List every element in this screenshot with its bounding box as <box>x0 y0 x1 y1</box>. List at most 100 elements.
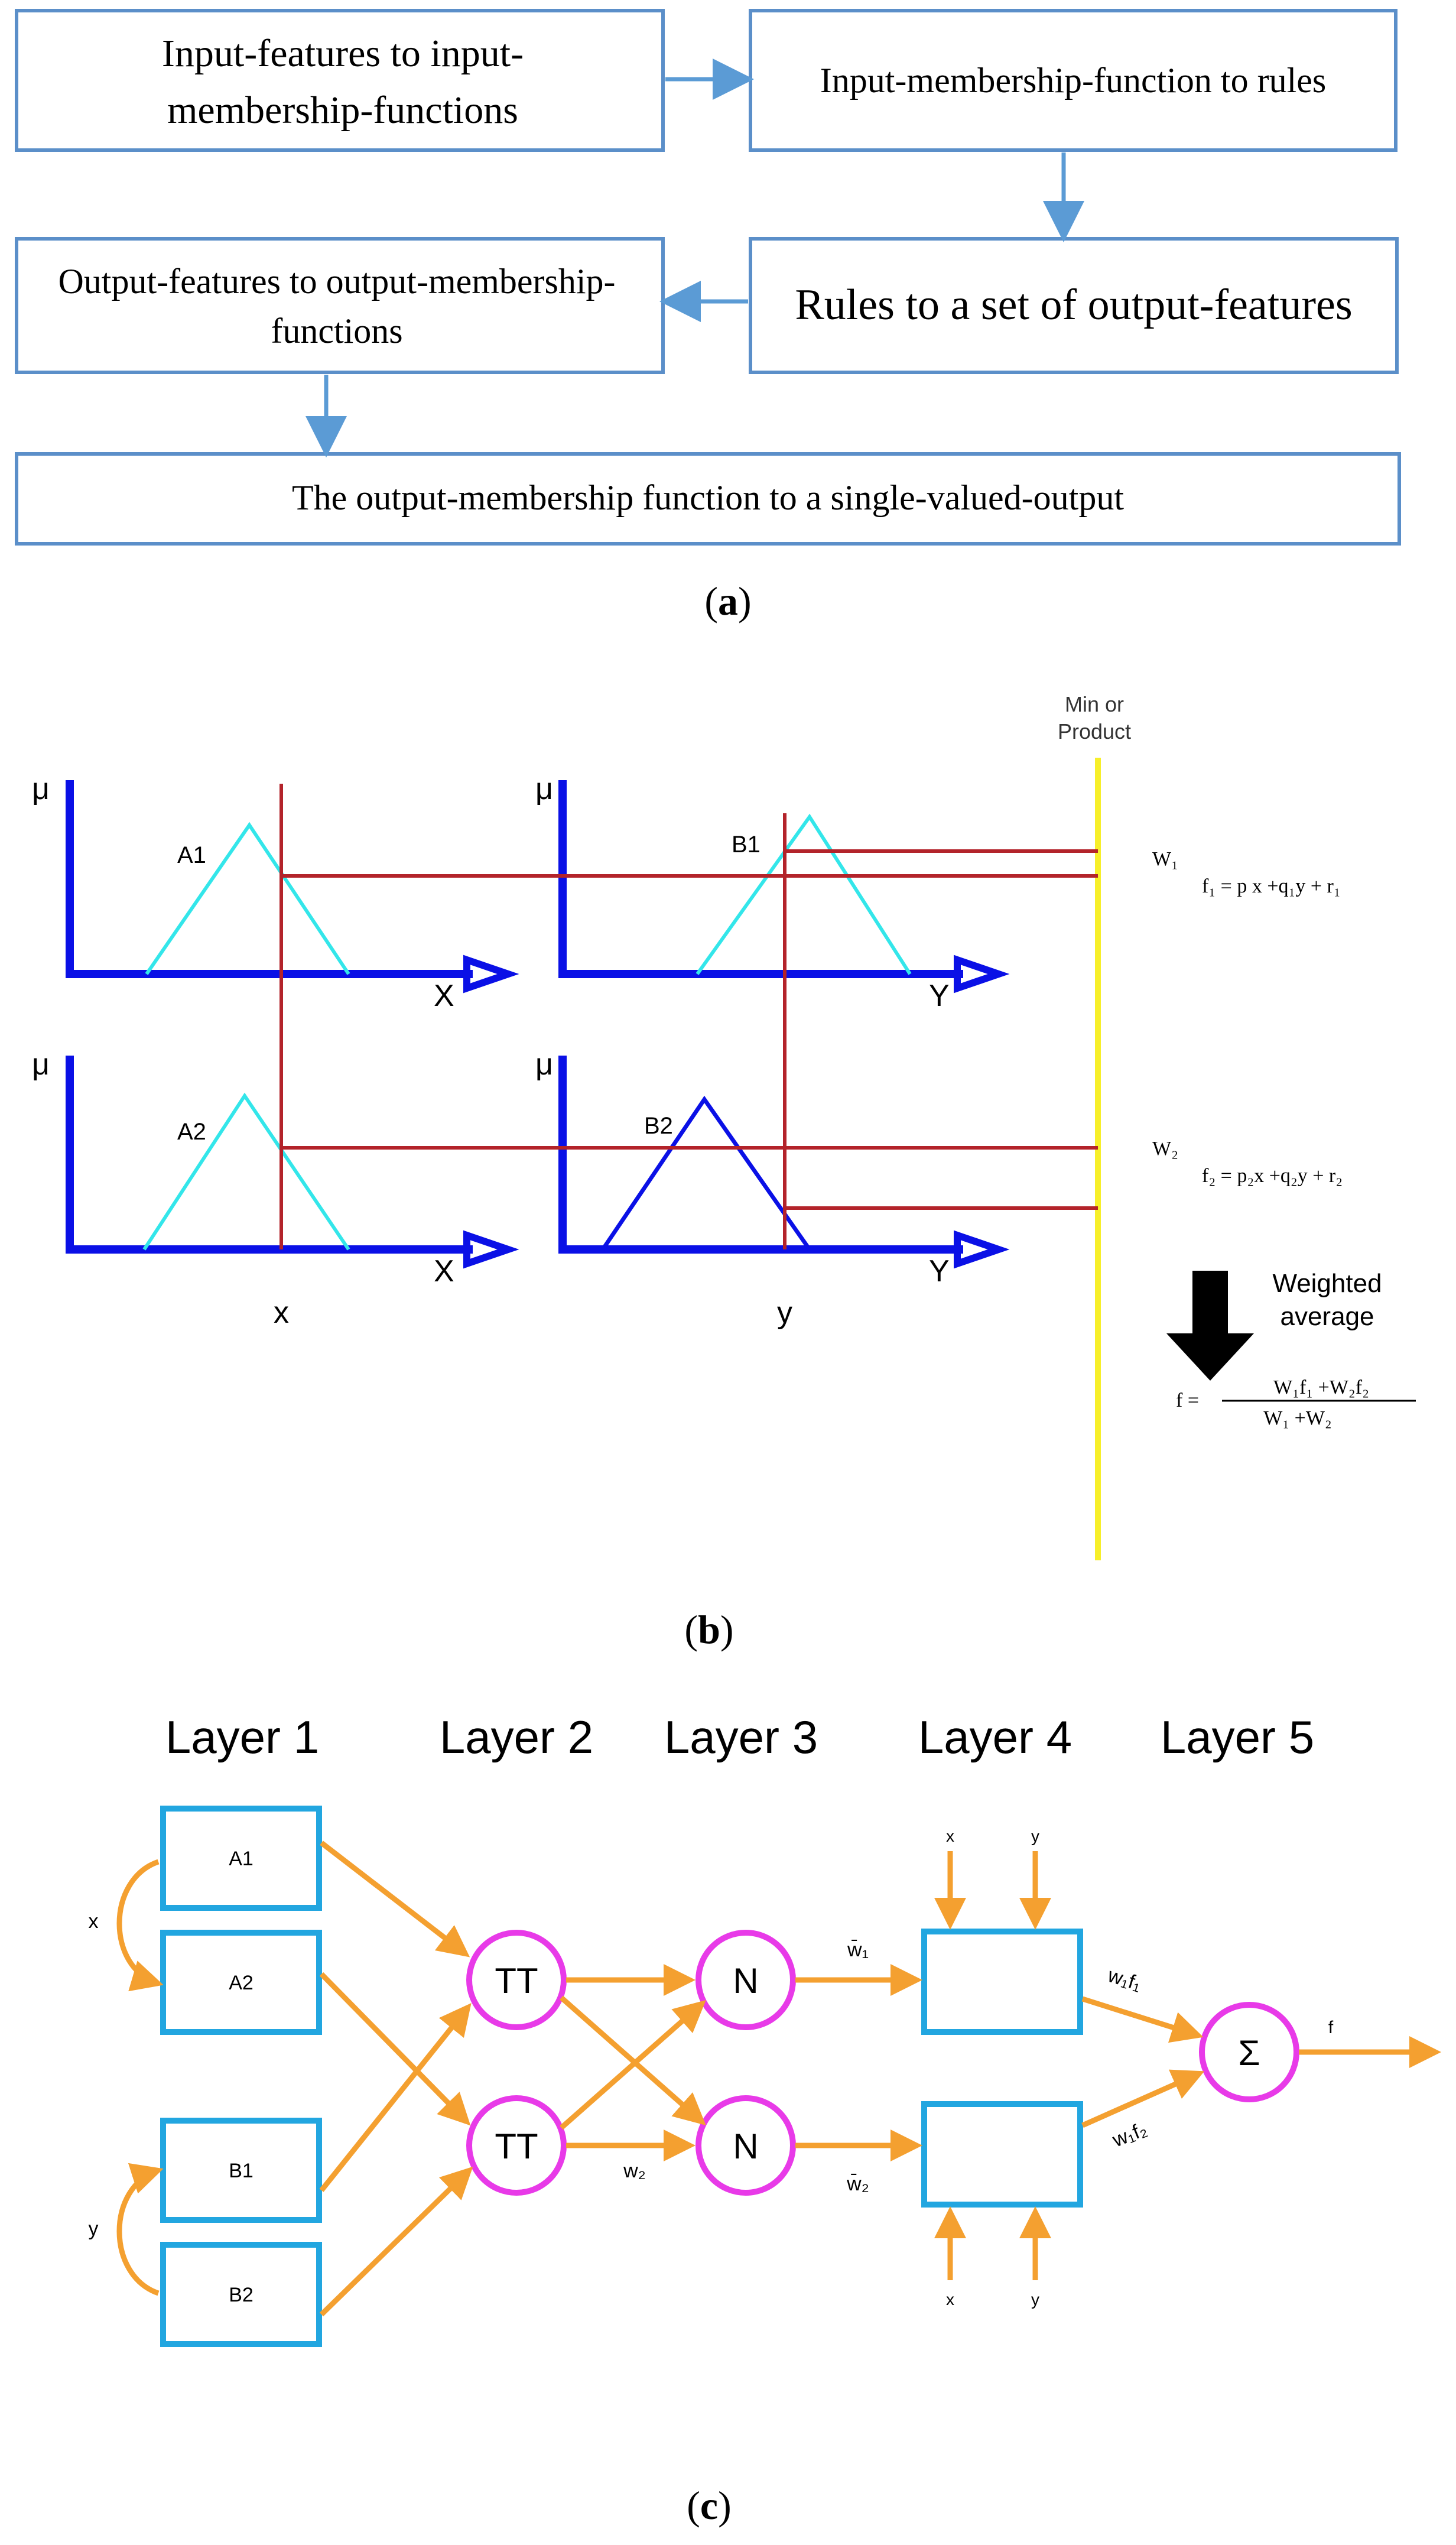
weighted-average-label-line1: Weighted <box>1272 1269 1382 1298</box>
box-single-valued-output <box>15 452 1401 546</box>
box-input-features <box>15 9 665 152</box>
y-axis-label-2: Y <box>929 1254 950 1288</box>
mu-label-a2: μ <box>32 1047 50 1082</box>
triangle-a2 <box>142 1092 350 1251</box>
node-n-2 <box>696 2095 796 2196</box>
label-a1: A1 <box>177 842 206 868</box>
box-input-features-line1: Input-features to input- <box>162 32 524 75</box>
f-denominator: W₁ +W₂ <box>1263 1407 1332 1429</box>
node-a1-label: A1 <box>229 1848 254 1870</box>
w1-bar-label: w̄₁ <box>847 1939 869 1961</box>
axis-arrow-plot-a2 <box>463 1230 519 1269</box>
w1f2-label: w₁f₂ <box>1109 2118 1150 2152</box>
node-n-1 <box>696 1930 796 2030</box>
box-input-membership-to-rules-label: Input-membership-function to rules <box>820 61 1326 100</box>
caption-b: (b) <box>684 1607 733 1652</box>
input-y-label-c: y <box>89 2218 99 2240</box>
triangle-b1 <box>696 813 912 975</box>
box-single-valued-output-label: The output-membership function to a sing… <box>292 478 1124 517</box>
input-y-label: y <box>777 1296 792 1330</box>
arrow-b2-tt2 <box>319 2166 473 2317</box>
w2-bar-label: w̄₂ <box>846 2173 869 2195</box>
axis-plot-a2 <box>66 1056 473 1254</box>
label-b2: B2 <box>644 1113 673 1139</box>
box-output-features-line1: Output-features to output-membership- <box>58 262 615 301</box>
arrow-tt2-n1 <box>560 2000 706 2130</box>
layer-4-heading: Layer 4 <box>918 1711 1072 1763</box>
axis-arrow-plot-b2 <box>954 1230 1010 1269</box>
axis-arrow-plot-b1 <box>954 955 1010 994</box>
node-n-1-label: N <box>733 1961 758 2001</box>
x-axis-label-1: X <box>434 979 454 1013</box>
panel-a: Input-features to input- membership-func… <box>15 9 1401 624</box>
panel-b: Min or Product μ A1 X μ B1 Y μ A2 X <box>32 692 1416 1652</box>
layer-3-heading: Layer 3 <box>664 1711 818 1763</box>
node-b2 <box>160 2242 322 2347</box>
layer4-bottom-x: x <box>946 2290 954 2309</box>
mu-label-b1: μ <box>535 772 553 806</box>
weighted-average-label-line2: average <box>1280 1302 1374 1331</box>
min-product-label-line2: Product <box>1058 719 1131 744</box>
axis-plot-b2 <box>558 1056 963 1254</box>
w1-label: W₁ <box>1152 848 1178 870</box>
arrow-a1-tt1 <box>320 1840 470 1958</box>
axis-plot-b1 <box>558 780 963 978</box>
arrow-a2-tt2 <box>319 1972 471 2126</box>
arrow-tt1-n2 <box>560 1995 706 2125</box>
input-x-label-c: x <box>89 1910 99 1933</box>
node-layer4-bottom <box>921 2101 1083 2208</box>
f-lhs: f = <box>1176 1390 1199 1411</box>
arrow-b1-tt1 <box>319 2002 472 2192</box>
caption-a: (a) <box>704 579 751 624</box>
weighted-average-arrow <box>1166 1271 1254 1381</box>
plot-b1: μ B1 Y <box>535 772 1010 1013</box>
node-a1 <box>160 1806 322 1911</box>
arrow-layer4-top-sum <box>1081 1996 1204 2043</box>
f2-formula: f₂ = p₂x +q₂y + r₂ <box>1202 1165 1343 1187</box>
box-output-features <box>15 237 665 374</box>
x-axis-label-2: X <box>434 1254 454 1288</box>
layer4-top-x: x <box>946 1827 954 1845</box>
f-numerator: W₁f₁ +W₂f₂ <box>1273 1377 1369 1398</box>
plot-a1: μ A1 X <box>32 772 519 1013</box>
layer-1-heading: Layer 1 <box>165 1711 319 1763</box>
plot-a2: μ A2 X <box>32 1047 519 1288</box>
layer-5-heading: Layer 5 <box>1161 1711 1314 1763</box>
input-x-curve <box>116 1859 164 1992</box>
mu-label-a1: μ <box>32 772 50 806</box>
box-output-features-line2: functions <box>271 311 402 350</box>
f1-formula: f₁ = p x +q₁y + r₁ <box>1202 875 1341 897</box>
triangle-a1 <box>145 822 350 975</box>
label-a2: A2 <box>177 1119 206 1145</box>
node-tt-2 <box>466 2095 567 2196</box>
node-a2-label: A2 <box>229 1972 254 1994</box>
triangle-b2 <box>601 1095 811 1251</box>
panel-c: Layer 1 Layer 2 Layer 3 Layer 4 Layer 5 … <box>89 1711 1441 2528</box>
node-layer4-top <box>921 1929 1083 2035</box>
node-sum <box>1199 2002 1299 2102</box>
input-x-label: x <box>274 1296 289 1330</box>
label-b1: B1 <box>732 832 760 858</box>
w2-label-c: w₂ <box>623 2160 646 2182</box>
w1f1-label: w₁f₁ <box>1104 1964 1144 1995</box>
layer4-bottom-y: y <box>1031 2290 1039 2309</box>
node-b2-label: B2 <box>229 2284 254 2306</box>
mu-label-b2: μ <box>535 1047 553 1082</box>
box-input-membership-to-rules <box>749 9 1398 152</box>
layer-2-heading: Layer 2 <box>440 1711 593 1763</box>
input-y-curve <box>116 2163 164 2296</box>
box-input-features-line2: membership-functions <box>167 89 518 132</box>
node-tt-1-label: TT <box>495 1961 538 2001</box>
axis-arrow-plot-a1 <box>463 955 519 994</box>
min-product-label-line1: Min or <box>1065 692 1124 716</box>
output-f-label: f <box>1328 2018 1334 2037</box>
layer4-top-y: y <box>1031 1827 1039 1845</box>
arrow-layer4-bottom-sum <box>1081 2069 1205 2128</box>
node-b1-label: B1 <box>229 2160 254 2182</box>
box-rules-to-output-label: Rules to a set of output-features <box>795 281 1352 329</box>
y-axis-label-1: Y <box>929 979 950 1013</box>
caption-c: (c) <box>687 2483 732 2528</box>
node-n-2-label: N <box>733 2127 758 2166</box>
node-tt-1 <box>466 1930 567 2030</box>
